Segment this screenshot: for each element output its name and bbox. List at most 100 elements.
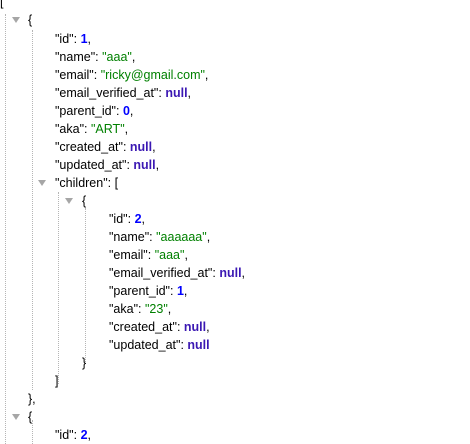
json-key: "created_at" bbox=[55, 140, 123, 154]
json-punctuation: , bbox=[87, 32, 91, 46]
json-punctuation: , bbox=[87, 428, 91, 442]
json-null-value: null bbox=[129, 140, 153, 154]
collapse-toggle-icon[interactable] bbox=[65, 198, 73, 204]
json-row: "id": 2, bbox=[109, 210, 145, 228]
json-punctuation: , bbox=[206, 230, 211, 244]
json-row: "email_verified_at": null, bbox=[55, 84, 191, 102]
json-punctuation: : bbox=[126, 158, 134, 172]
json-punctuation: : bbox=[147, 248, 155, 262]
json-key: "parent_id" bbox=[55, 104, 116, 118]
json-number-value: 1 bbox=[176, 284, 184, 298]
json-punctuation: [ bbox=[0, 0, 4, 9]
json-punctuation: : bbox=[73, 32, 81, 46]
json-string-value: "23" bbox=[144, 302, 168, 316]
json-punctuation: , bbox=[204, 68, 209, 82]
json-string-value: "aaa" bbox=[154, 248, 185, 262]
json-punctuation: , bbox=[152, 140, 156, 154]
indent-guide bbox=[5, 14, 6, 444]
json-punctuation: , bbox=[167, 302, 172, 316]
json-row: "parent_id": 0, bbox=[55, 102, 133, 120]
json-key: "name" bbox=[55, 50, 96, 64]
json-punctuation: : bbox=[107, 176, 115, 190]
json-number-value: 0 bbox=[122, 104, 130, 118]
json-row: "parent_id": 1, bbox=[109, 282, 187, 300]
json-string-value: "ART" bbox=[90, 122, 125, 136]
array-close: ] bbox=[55, 372, 58, 390]
json-punctuation: , bbox=[206, 320, 210, 334]
json-null-value: null bbox=[133, 158, 156, 172]
object-open: { bbox=[82, 192, 86, 210]
json-row: "created_at": null, bbox=[55, 138, 156, 156]
json-punctuation: : bbox=[212, 266, 220, 280]
json-null-value: null bbox=[187, 338, 210, 352]
json-null-value: null bbox=[165, 86, 188, 100]
json-number-value: 1 bbox=[80, 32, 88, 46]
json-punctuation: , bbox=[129, 104, 134, 118]
json-row: "id": 1, bbox=[55, 30, 91, 48]
json-row: "id": 2, bbox=[55, 426, 91, 444]
json-number-value: 2 bbox=[134, 212, 142, 226]
indent-guide bbox=[32, 30, 33, 390]
json-punctuation: : bbox=[149, 230, 157, 244]
json-key: "id" bbox=[55, 32, 74, 46]
json-row: "email_verified_at": null, bbox=[109, 264, 245, 282]
json-punctuation: { bbox=[28, 13, 33, 27]
collapse-toggle-icon[interactable] bbox=[12, 17, 20, 23]
json-punctuation: , bbox=[141, 212, 145, 226]
json-key: "email" bbox=[109, 248, 148, 262]
json-row: "updated_at": null bbox=[109, 336, 210, 354]
json-punctuation: , bbox=[183, 284, 188, 298]
json-punctuation: : bbox=[176, 320, 184, 334]
json-key: "aka" bbox=[55, 122, 85, 136]
json-row: "name": "aaaaaa", bbox=[109, 228, 210, 246]
object-open: { bbox=[28, 408, 32, 426]
object-close: } bbox=[82, 354, 86, 372]
json-key: "aka" bbox=[109, 302, 139, 316]
json-number-value: 2 bbox=[80, 428, 88, 442]
json-key: "name" bbox=[109, 230, 150, 244]
json-key: "parent_id" bbox=[109, 284, 170, 298]
collapse-toggle-icon[interactable] bbox=[12, 414, 20, 420]
json-punctuation: , bbox=[124, 122, 129, 136]
json-row-children: "children": [ bbox=[55, 174, 118, 192]
json-row: "updated_at": null, bbox=[55, 156, 159, 174]
root-array-open: [ bbox=[0, 0, 3, 11]
json-row: "created_at": null, bbox=[109, 318, 210, 336]
json-key: "updated_at" bbox=[55, 158, 127, 172]
json-row: "email": "ricky@gmail.com", bbox=[55, 66, 208, 84]
json-punctuation: : bbox=[116, 104, 123, 118]
indent-guide bbox=[58, 192, 59, 384]
json-punctuation: , bbox=[187, 86, 192, 100]
json-key: "id" bbox=[109, 212, 128, 226]
json-row: "name": "aaa", bbox=[55, 48, 135, 66]
json-key: "id" bbox=[55, 428, 74, 442]
json-punctuation: : bbox=[180, 338, 188, 352]
json-string-value: "aaaaaa" bbox=[156, 230, 207, 244]
json-key: "created_at" bbox=[109, 320, 177, 334]
json-punctuation: : bbox=[122, 140, 130, 154]
json-punctuation: , bbox=[131, 50, 136, 64]
json-null-value: null bbox=[183, 320, 207, 334]
json-punctuation: : bbox=[158, 86, 166, 100]
collapse-toggle-icon[interactable] bbox=[38, 180, 46, 186]
json-null-value: null bbox=[219, 266, 242, 280]
json-punctuation: , bbox=[184, 248, 188, 262]
json-row: "aka": "ART", bbox=[55, 120, 128, 138]
json-punctuation: { bbox=[28, 410, 33, 424]
json-punctuation: [ bbox=[114, 176, 119, 190]
json-punctuation: } bbox=[82, 356, 87, 370]
json-string-value: "ricky@gmail.com" bbox=[100, 68, 205, 82]
json-punctuation: : bbox=[73, 428, 81, 442]
json-punctuation: : bbox=[95, 50, 103, 64]
json-row: "aka": "23", bbox=[109, 300, 171, 318]
indent-guide bbox=[85, 208, 86, 364]
json-punctuation: : bbox=[127, 212, 135, 226]
json-key: "children" bbox=[55, 176, 108, 190]
json-punctuation: ] bbox=[55, 374, 59, 388]
json-punctuation: : bbox=[93, 68, 101, 82]
json-punctuation: , bbox=[241, 266, 246, 280]
json-string-value: "aaa" bbox=[102, 50, 132, 64]
json-punctuation: : bbox=[170, 284, 177, 298]
json-key: "email_verified_at" bbox=[109, 266, 213, 280]
